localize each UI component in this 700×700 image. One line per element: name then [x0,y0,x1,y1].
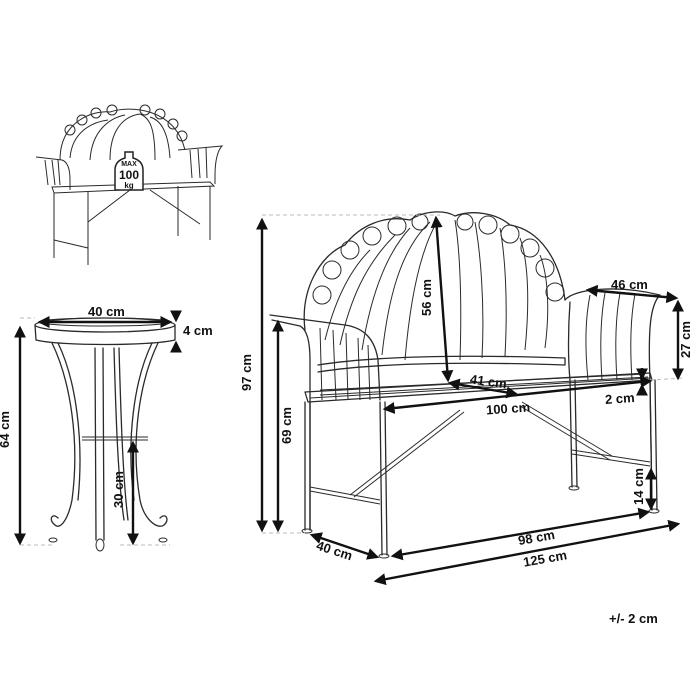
badge-weight-value: 100 [118,168,140,182]
label-table-height: 64 cm [0,411,12,448]
dim-bench-total-width [373,519,681,586]
label-bench-backrest-height: 56 cm [418,279,434,316]
label-bench-armrest-rise: 27 cm [677,321,693,358]
dim-bench-backrest-height [430,215,454,383]
label-bench-armrest-length: 46 cm [611,277,648,292]
badge-max-label: MAX [121,161,137,168]
thumbnail-bench [35,104,224,265]
dim-bench-armrest-length [585,284,679,304]
max-weight-badge: MAX 100 kg [114,150,144,191]
side-table-drawing [14,310,182,552]
badge-unit-label: kg [124,181,134,190]
label-bench-seat-thickness: 2 cm [604,389,636,408]
label-bench-stretcher-height: 14 cm [630,468,646,505]
label-bench-seat-width: 100 cm [485,399,531,418]
label-table-shelf-height: 30 cm [110,471,126,508]
dim-bench-depth [309,532,380,560]
label-bench-total-height: 97 cm [238,354,254,391]
label-bench-armrest-height: 69 cm [278,407,294,444]
label-table-diameter: 40 cm [88,304,125,319]
dim-bench-seat-width [382,376,653,414]
bench-drawing [256,211,686,586]
label-table-top-thickness: 4 cm [183,323,213,338]
tolerance-note: +/- 2 cm [609,611,658,626]
